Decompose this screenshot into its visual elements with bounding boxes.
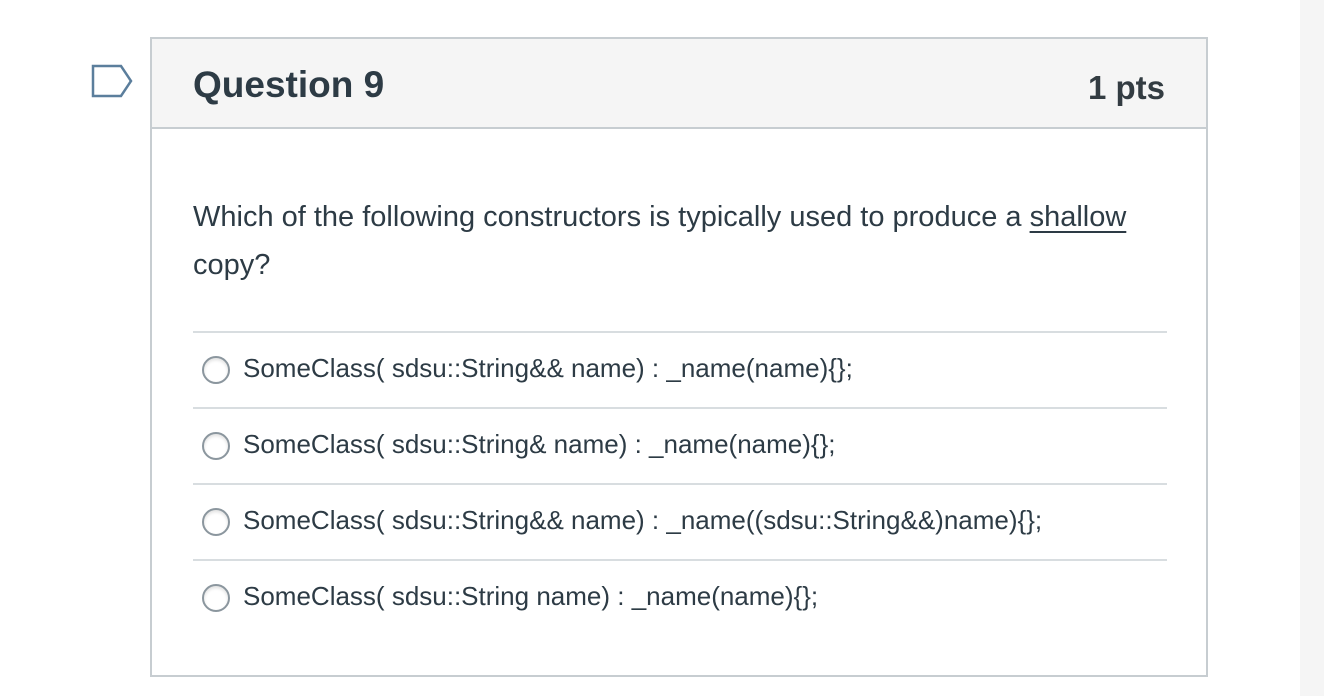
answer-label[interactable]: SomeClass( sdsu::String&& name) : _name(…	[243, 505, 1043, 535]
radio-button[interactable]	[202, 356, 230, 384]
question-header: Question 9 1 pts	[152, 39, 1206, 129]
flag-question-icon[interactable]	[91, 64, 133, 98]
answer-label[interactable]: SomeClass( sdsu::String& name) : _name(n…	[243, 429, 836, 459]
answer-label[interactable]: SomeClass( sdsu::String name) : _name(na…	[243, 581, 819, 611]
question-text: Which of the following constructors is t…	[193, 193, 1153, 289]
answer-list: SomeClass( sdsu::String&& name) : _name(…	[193, 331, 1167, 637]
question-text-part: copy?	[193, 249, 271, 281]
question-text-part: Which of the following constructors is t…	[193, 201, 1030, 233]
question-card: Question 9 1 pts Which of the following …	[150, 37, 1208, 677]
radio-button[interactable]	[202, 432, 230, 460]
question-title: Question 9	[193, 64, 385, 105]
answer-label[interactable]: SomeClass( sdsu::String&& name) : _name(…	[243, 353, 853, 383]
answer-option[interactable]: SomeClass( sdsu::String&& name) : _name(…	[193, 333, 1167, 409]
answer-option[interactable]: SomeClass( sdsu::String name) : _name(na…	[193, 561, 1167, 637]
page-scroll-gutter	[1300, 0, 1324, 696]
answer-option[interactable]: SomeClass( sdsu::String& name) : _name(n…	[193, 409, 1167, 485]
question-text-emphasis: shallow	[1029, 201, 1127, 233]
radio-button[interactable]	[202, 508, 230, 536]
answer-option[interactable]: SomeClass( sdsu::String&& name) : _name(…	[193, 485, 1167, 561]
radio-button[interactable]	[202, 584, 230, 612]
question-points: 1 pts	[1087, 69, 1165, 106]
